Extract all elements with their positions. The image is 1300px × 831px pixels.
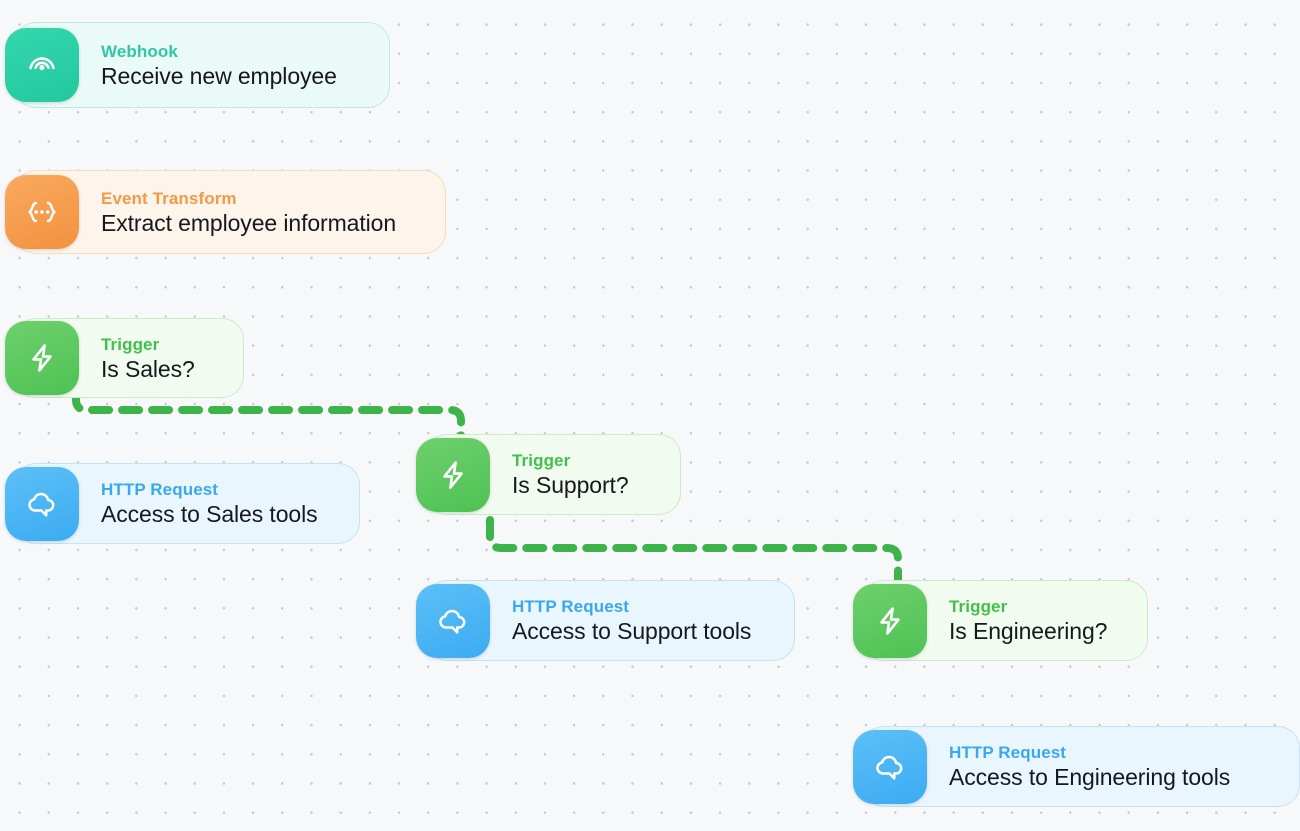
lightning-bolt-icon bbox=[853, 583, 927, 658]
node-trigger-is-support[interactable]: Trigger Is Support? bbox=[416, 434, 681, 515]
node-kind: HTTP Request bbox=[101, 480, 219, 499]
node-http-support-tools[interactable]: HTTP Request Access to Support tools bbox=[416, 580, 795, 661]
node-text: Trigger Is Sales? bbox=[101, 336, 217, 381]
edge-support-trigger-to-engineering-trigger bbox=[486, 516, 902, 590]
node-trigger-is-engineering[interactable]: Trigger Is Engineering? bbox=[853, 580, 1148, 661]
node-label: Extract employee information bbox=[101, 209, 397, 236]
node-text: Trigger Is Support? bbox=[512, 452, 651, 497]
node-text: HTTP Request Access to Support tools bbox=[512, 598, 773, 643]
node-label: Access to Engineering tools bbox=[949, 764, 1231, 790]
broadcast-icon bbox=[5, 28, 79, 102]
node-http-engineering-tools[interactable]: HTTP Request Access to Engineering tools bbox=[853, 726, 1300, 807]
node-text: Trigger Is Engineering? bbox=[949, 598, 1129, 643]
node-text: Webhook Receive new employee bbox=[101, 43, 359, 88]
node-event-transform[interactable]: Event Transform Extract employee informa… bbox=[5, 170, 446, 254]
cloud-icon bbox=[5, 466, 79, 541]
node-label: Access to Sales tools bbox=[101, 501, 318, 527]
lightning-bolt-icon bbox=[416, 437, 490, 512]
node-kind: Event Transform bbox=[101, 188, 237, 208]
node-http-sales-tools[interactable]: HTTP Request Access to Sales tools bbox=[5, 463, 360, 544]
node-kind: HTTP Request bbox=[949, 743, 1067, 762]
node-label: Is Engineering? bbox=[949, 618, 1108, 644]
node-label: Receive new employee bbox=[101, 62, 337, 89]
node-kind: Trigger bbox=[949, 597, 1008, 616]
cloud-icon bbox=[853, 729, 927, 804]
node-label: Access to Support tools bbox=[512, 618, 752, 644]
braces-icon bbox=[5, 175, 79, 249]
node-label: Is Sales? bbox=[101, 355, 195, 382]
cloud-icon bbox=[416, 583, 490, 658]
edge-sales-trigger-to-support-trigger bbox=[72, 388, 465, 444]
lightning-bolt-icon bbox=[5, 321, 79, 395]
node-kind: Trigger bbox=[512, 451, 571, 470]
node-text: HTTP Request Access to Engineering tools bbox=[949, 744, 1252, 789]
node-text: HTTP Request Access to Sales tools bbox=[101, 481, 340, 526]
node-kind: Trigger bbox=[101, 334, 160, 354]
node-kind: HTTP Request bbox=[512, 597, 630, 616]
node-kind: Webhook bbox=[101, 41, 178, 61]
node-webhook[interactable]: Webhook Receive new employee bbox=[5, 22, 390, 108]
node-text: Event Transform Extract employee informa… bbox=[101, 190, 418, 235]
node-trigger-is-sales[interactable]: Trigger Is Sales? bbox=[5, 318, 244, 398]
node-label: Is Support? bbox=[512, 472, 629, 498]
